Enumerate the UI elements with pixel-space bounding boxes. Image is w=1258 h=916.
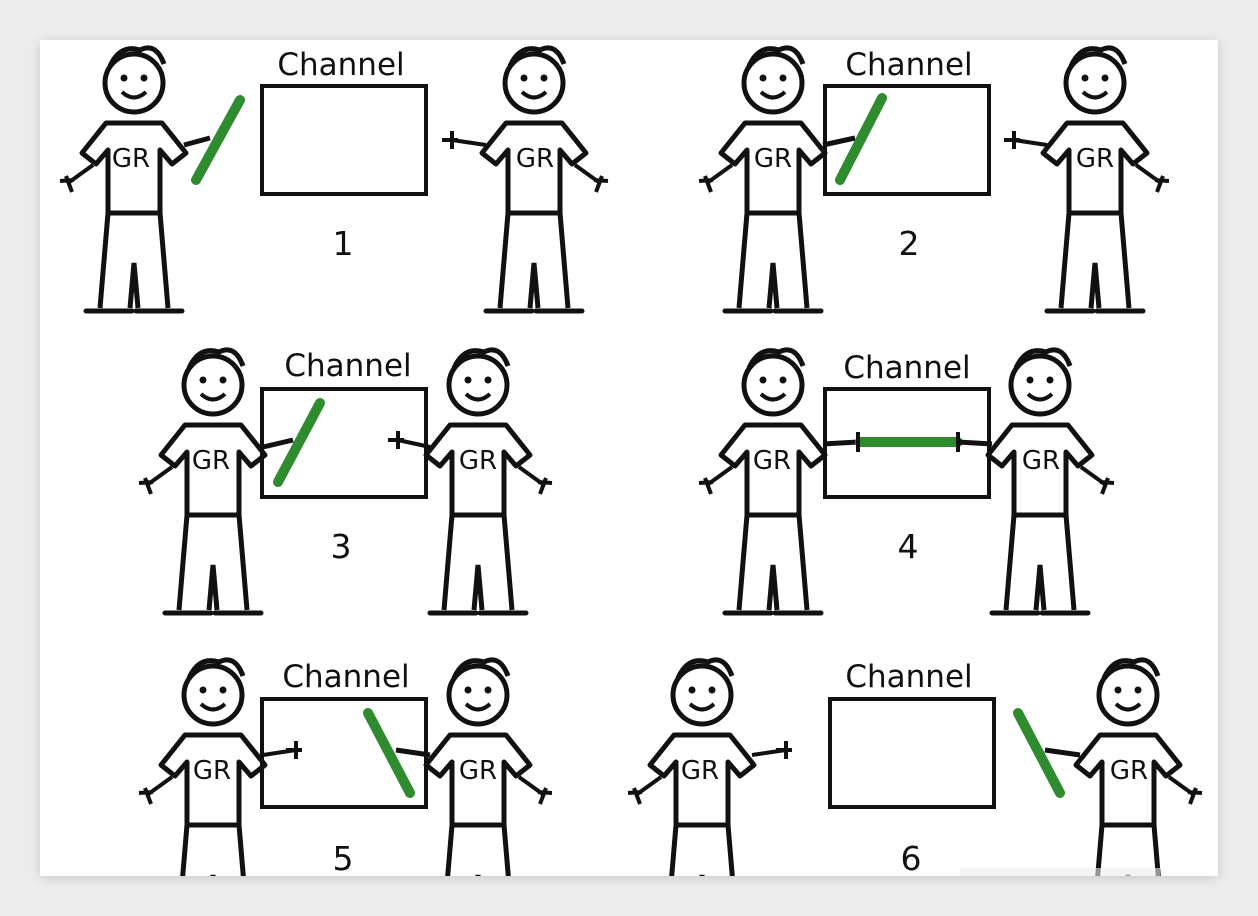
- left-free-hand: [698, 465, 734, 495]
- green-rod: [363, 708, 415, 798]
- left-person-shirt-label: GR: [112, 144, 150, 174]
- panel-1: GR Channel 1 GR: [59, 47, 609, 311]
- channel-label: Channel: [277, 47, 404, 83]
- left-person-shirt-label: GR: [193, 756, 231, 786]
- left-person-shirt-label: GR: [753, 446, 791, 476]
- channel-label: Channel: [843, 350, 970, 386]
- left-arm: [262, 437, 294, 450]
- left-free-hand: [698, 163, 734, 193]
- right-reaching-hand: [388, 431, 431, 449]
- left-person: [82, 48, 186, 311]
- left-person: [721, 48, 825, 311]
- green-rod: [191, 95, 245, 185]
- left-reaching-hand: [262, 741, 302, 759]
- left-arm: [822, 135, 856, 148]
- right-person: [1043, 48, 1147, 311]
- right-person-shirt-label: GR: [1110, 756, 1148, 786]
- right-reaching-hand: [442, 131, 487, 149]
- right-person-shirt-label: GR: [1022, 446, 1060, 476]
- green-rod: [273, 398, 325, 487]
- left-person: [721, 350, 825, 613]
- channel-label: Channel: [845, 47, 972, 83]
- left-free-hand: [59, 163, 95, 193]
- channel-box: [823, 84, 991, 196]
- panel-5: GR Channel 5 GR: [138, 659, 553, 876]
- right-free-hand: [573, 163, 609, 193]
- right-arm: [957, 439, 993, 447]
- left-person-shirt-label: GR: [192, 446, 230, 476]
- panel-6: GR Channel 6 GR: [627, 659, 1203, 876]
- channel-label: Channel: [845, 659, 972, 695]
- panel-number: 4: [898, 527, 919, 566]
- green-rod: [835, 93, 887, 185]
- right-free-hand: [517, 775, 553, 805]
- panel-3: GR Channel 3 GR: [138, 348, 553, 613]
- panel-2: GR Channel 2 GR: [698, 47, 1170, 311]
- channel-label: Channel: [284, 348, 411, 384]
- channel-box: [260, 387, 428, 499]
- panel-number: 5: [333, 839, 354, 876]
- watermark: [960, 868, 1160, 876]
- right-person-shirt-label: GR: [516, 144, 554, 174]
- handoff-diagram: GR Channel 1 GR GR Channel 2 GR: [59, 40, 1203, 876]
- left-person-shirt-label: GR: [754, 144, 792, 174]
- left-free-hand: [627, 775, 663, 805]
- panel-number: 6: [901, 839, 922, 876]
- right-free-hand: [1079, 465, 1115, 495]
- panel-4: GR Channel 4 GR: [698, 350, 1115, 613]
- left-reaching-hand: [751, 741, 792, 759]
- right-person: [988, 350, 1092, 613]
- right-person-shirt-label: GR: [1076, 144, 1114, 174]
- left-free-hand: [138, 465, 174, 495]
- left-arm: [822, 439, 859, 447]
- left-free-hand: [138, 775, 174, 805]
- channel-label: Channel: [282, 659, 409, 695]
- right-arm: [1044, 747, 1081, 758]
- channel-box: [260, 84, 428, 196]
- panel-number: 2: [899, 224, 920, 263]
- panel-number: 1: [333, 224, 354, 263]
- right-person: [482, 48, 586, 311]
- panel-number: 3: [331, 527, 352, 566]
- right-arm: [395, 747, 431, 758]
- left-arm: [183, 135, 211, 148]
- green-rod: [1013, 708, 1065, 798]
- right-free-hand: [1134, 163, 1170, 193]
- right-person-shirt-label: GR: [459, 446, 497, 476]
- right-free-hand: [517, 465, 553, 495]
- right-free-hand: [1167, 775, 1203, 805]
- channel-box: [828, 697, 996, 809]
- left-person: [161, 350, 265, 613]
- right-person-shirt-label: GR: [459, 756, 497, 786]
- left-person-shirt-label: GR: [681, 756, 719, 786]
- right-person: [426, 350, 530, 613]
- diagram-card: GR Channel 1 GR GR Channel 2 GR: [40, 40, 1218, 876]
- right-reaching-hand: [1004, 131, 1048, 149]
